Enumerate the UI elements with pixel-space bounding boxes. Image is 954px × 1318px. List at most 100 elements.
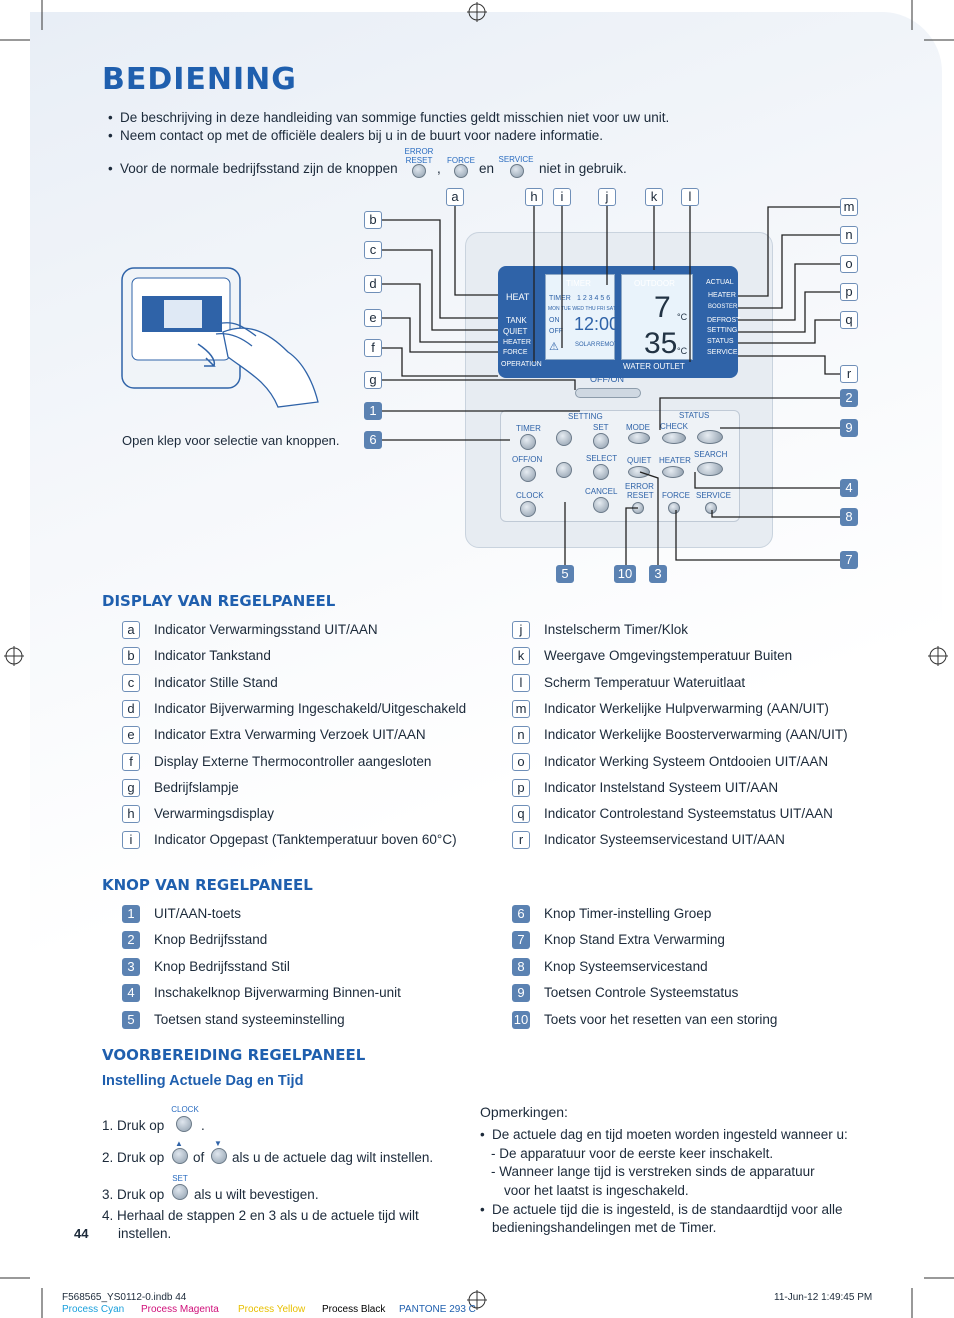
service-key[interactable] <box>705 502 717 514</box>
item-text: Indicator Opgepast (Tanktemperatuur bove… <box>154 832 457 848</box>
check-key[interactable] <box>662 432 686 444</box>
callout-m: m <box>840 198 858 216</box>
service-button-icon <box>510 164 524 178</box>
step-2-pre: 2. Druk op <box>102 1150 165 1165</box>
leader-lines <box>382 205 840 565</box>
set-button-icon <box>172 1184 188 1200</box>
note-1b-line1: - Wanneer lange tijd is verstreken sinds… <box>491 1164 815 1179</box>
item-text: UIT/AAN-toets <box>154 906 242 921</box>
error-key-label-1: ERROR <box>625 482 654 491</box>
timer-label: TIMER <box>566 279 591 288</box>
item-text: Toetsen stand systeeminstelling <box>154 1011 345 1027</box>
force-indicator: FORCE <box>503 349 528 356</box>
actual-heater-label: HEATER <box>708 292 736 299</box>
callout-d: d <box>364 275 382 293</box>
set-key[interactable] <box>593 433 609 449</box>
footer-magenta: Process Magenta <box>141 1304 219 1315</box>
page-title: BEDIENING <box>102 62 297 97</box>
step-3-pre: 3. Druk op <box>102 1187 165 1202</box>
callout-k: k <box>645 188 663 206</box>
water-unit: °C <box>677 346 688 356</box>
intro-bullet-3-post: niet in gebruik. <box>539 161 627 176</box>
callout-l: l <box>681 188 699 206</box>
item-key-label: 9 <box>512 984 530 1003</box>
item-text: Indicator Werkelijke Hulpverwarming (AAN… <box>544 700 829 716</box>
item-text: Indicator Controlestand Systeemstatus UI… <box>544 806 833 822</box>
mode-key[interactable] <box>628 432 650 444</box>
clock-key[interactable] <box>520 501 536 517</box>
error-key-label-2: RESET <box>627 491 654 500</box>
callout-a: a <box>446 188 464 206</box>
heater-key[interactable] <box>662 466 684 478</box>
heat-indicator: HEAT <box>506 292 530 302</box>
intro-bullet-2: Neem contact op met de officiële dealers… <box>108 128 603 143</box>
item-text: Knop Systeemservicestand <box>544 958 708 974</box>
note-1a: - De apparatuur voor de eerste keer insc… <box>491 1146 774 1161</box>
item-text: Toetsen Controle Systeemstatus <box>544 985 739 1001</box>
remote-hand-illustration <box>121 267 319 408</box>
on-label: ON <box>549 317 560 324</box>
item-key-label: 3 <box>122 957 140 976</box>
down-arrow-icon: ▼ <box>214 1139 222 1148</box>
note-2-line1: De actuele tijd die is ingesteld, is de … <box>480 1202 842 1217</box>
item-text: Indicator Systeemservicestand UIT/AAN <box>544 832 785 848</box>
search-key-label: SEARCH <box>694 450 728 459</box>
up-key[interactable] <box>556 430 572 446</box>
callout-c: c <box>364 241 382 259</box>
service-key-label: SERVICE <box>696 491 731 500</box>
callout-g: g <box>364 371 382 389</box>
up-button-icon <box>172 1148 188 1164</box>
timer-key-label: TIMER <box>516 424 541 433</box>
day-numbers: 1 2 3 4 5 6 <box>577 295 611 302</box>
callout-4: 4 <box>840 479 858 497</box>
item-text: Indicator Extra Verwarming Verzoek UIT/A… <box>154 727 426 743</box>
footer-cyan: Process Cyan <box>62 1304 125 1315</box>
quiet-indicator: QUIET <box>503 327 528 336</box>
warning-icon: ⚠ <box>549 341 559 353</box>
status-up-key[interactable] <box>697 430 723 444</box>
water-outlet-label: WATER OUTLET <box>623 362 685 371</box>
tank-indicator: TANK <box>506 316 527 325</box>
step-1-post: . <box>201 1118 205 1133</box>
status-header: STATUS <box>679 411 710 420</box>
footer-date: 11-Jun-12 1:49:45 PM <box>774 1292 873 1303</box>
service-caption: SERVICE <box>498 155 534 164</box>
item-text: Knop Bedrijfsstand <box>154 932 268 948</box>
offon-label: OFF/ON <box>590 374 624 384</box>
footer-file: F568565_YS0112-0.indb 44 <box>62 1292 187 1303</box>
item-text: Toets voor het resetten van een storing <box>544 1011 778 1027</box>
notes-heading: Opmerkingen: <box>480 1104 568 1120</box>
force-key[interactable] <box>668 502 680 514</box>
item-text: Knop Timer-instelling Groep <box>544 906 712 921</box>
item-text: Indicator Werking Systeem Ontdooien UIT/… <box>544 753 829 769</box>
item-text: Knop Bedrijfsstand Stil <box>154 958 290 974</box>
down-key[interactable] <box>556 462 572 478</box>
callout-3: 3 <box>649 565 667 583</box>
offon-key[interactable] <box>520 466 536 482</box>
up-arrow-icon: ▲ <box>175 1139 183 1148</box>
outdoor-label: OUTDOOR <box>634 279 675 288</box>
callout-7: 7 <box>840 551 858 569</box>
offon-button[interactable] <box>575 388 641 398</box>
check-key-label: CHECK <box>660 422 689 431</box>
item-key-label: k <box>512 647 530 666</box>
item-key-label: f <box>122 752 140 771</box>
prep-subheading: Instelling Actuele Dag en Tijd <box>102 1073 304 1089</box>
defrost-label: DEFROST <box>707 317 741 324</box>
panel-display <box>498 266 738 378</box>
item-key-label: m <box>512 699 530 718</box>
callout-6: 6 <box>364 431 382 449</box>
select-key[interactable] <box>593 464 609 480</box>
solar-label: SOLAR <box>575 342 596 348</box>
quiet-key[interactable] <box>628 466 650 478</box>
cancel-key[interactable] <box>593 497 609 513</box>
page-background <box>30 12 942 1270</box>
status-down-key[interactable] <box>697 462 723 476</box>
callout-2: 2 <box>840 389 858 407</box>
booster-label: BOOSTER <box>708 304 738 310</box>
item-text: Indicator Verwarmingsstand UIT/AAN <box>154 622 378 637</box>
callout-i: i <box>553 188 571 206</box>
actual-label: ACTUAL <box>706 279 734 286</box>
item-key-label: 5 <box>122 1010 140 1029</box>
timer-key[interactable] <box>520 434 536 450</box>
